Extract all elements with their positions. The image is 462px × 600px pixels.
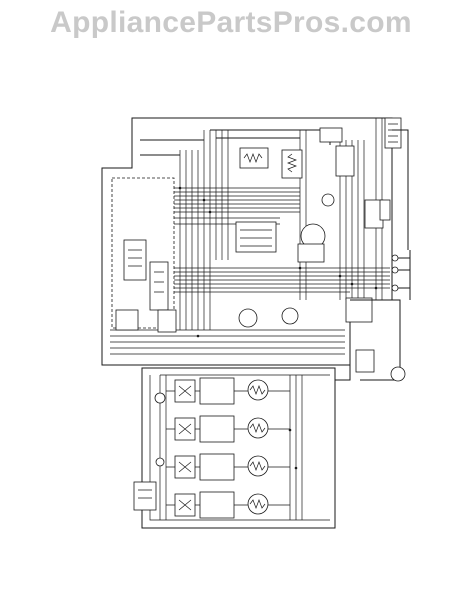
terminal-block-top-right xyxy=(384,117,402,149)
oven-light-motor xyxy=(281,307,299,325)
surface-element-lr xyxy=(174,453,269,481)
right-feed xyxy=(392,129,409,250)
surface-element-lf xyxy=(174,491,269,519)
power-terminal-block xyxy=(391,250,411,300)
lower-right-loop xyxy=(350,299,401,381)
thermostat-box xyxy=(345,297,373,323)
indicator-lamp-lower xyxy=(154,392,166,404)
relay-block-2 xyxy=(149,261,169,311)
surface-element-rr xyxy=(174,415,269,443)
outer-boundary-lower xyxy=(141,367,336,529)
connector-lower xyxy=(335,365,351,381)
terminal-block-center xyxy=(235,221,277,253)
lower-right-box xyxy=(355,349,375,373)
broil-element-box xyxy=(281,149,303,179)
left-switch-box xyxy=(133,481,157,511)
bake-element-box xyxy=(239,147,269,169)
watermark-logo: AppliancePartsPros.com xyxy=(50,6,412,39)
harness-bundle-lower xyxy=(174,267,390,293)
relay-box-top xyxy=(335,145,355,177)
surface-element-rf xyxy=(174,377,269,405)
harness-bundle-upper xyxy=(174,187,300,225)
lower-wiring xyxy=(149,374,330,521)
relay-block-4 xyxy=(157,309,177,333)
door-switch-circle xyxy=(390,366,406,382)
cooling-fan-motor xyxy=(238,308,258,328)
indicator-lamp-lower-2 xyxy=(155,457,165,467)
sensor-circle xyxy=(321,193,335,207)
relay-block-1 xyxy=(123,239,147,281)
relay-block-3 xyxy=(115,309,139,331)
door-lock-box xyxy=(319,127,343,143)
right-fuse xyxy=(379,199,391,221)
harness-bundle-bottom xyxy=(110,329,345,355)
harness-vertical xyxy=(179,118,383,330)
control-board-outline xyxy=(111,177,175,329)
terminal-strip-center xyxy=(297,243,325,263)
junction-dots xyxy=(178,186,378,470)
